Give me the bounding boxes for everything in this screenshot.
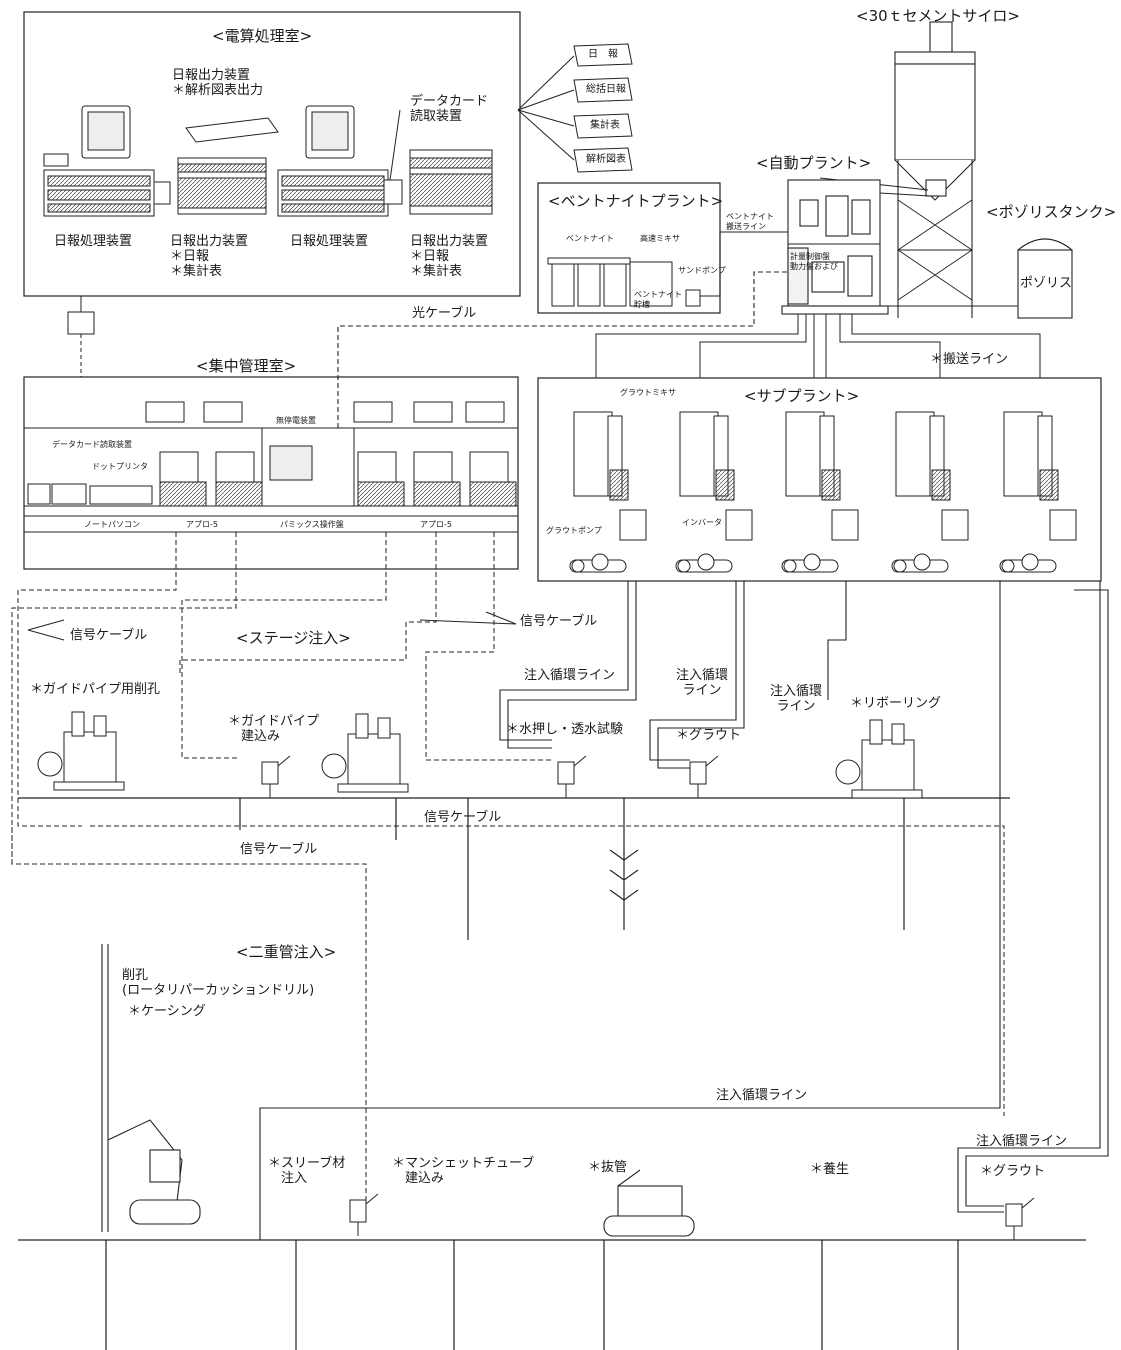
high-speed-mixer-label: 高速ミキサ xyxy=(640,234,680,244)
sleeve-valve xyxy=(350,1194,378,1236)
densan-item-3: 日報処理装置 xyxy=(290,234,368,249)
curing-label: ＊養生 xyxy=(810,1162,849,1177)
drill-rig-3 xyxy=(836,720,922,798)
guide-pipe-drill-label: ＊ガイドパイプ用削孔 xyxy=(30,682,160,697)
water-test-label: ＊水押し・透水試験 xyxy=(506,722,623,737)
circulation-line-label-3: 注入循環 ライン xyxy=(770,684,822,714)
signal-cable-label-1: 信号ケーブル xyxy=(70,628,147,643)
apro5-label-2: アプロ-5 xyxy=(420,520,452,530)
datacard-reader-label: データカード 読取装置 xyxy=(410,94,488,124)
stage-boreholes xyxy=(240,798,904,940)
double-tube-grouting-title: <二重管注入> xyxy=(236,944,336,961)
signal-cable-label-3: 信号ケーブル xyxy=(424,810,501,825)
bentonite-transfer-line xyxy=(700,232,788,296)
bentonite-label: ベントナイト xyxy=(566,234,614,244)
auto-plant xyxy=(782,180,888,314)
datacard-leader xyxy=(390,110,400,180)
reboring-label: ＊リボーリング xyxy=(850,696,941,711)
grout-mixer-unit-5 xyxy=(1000,412,1076,572)
stage-grouting-title: <ステージ注入> xyxy=(236,630,351,647)
double-boreholes xyxy=(106,1240,958,1350)
inverter-label: インバータ xyxy=(682,518,722,528)
signal-cable-label-2: 信号ケーブル xyxy=(520,614,597,629)
grout-mixers xyxy=(570,412,1076,572)
double-grout-valve xyxy=(1006,1198,1034,1240)
guide-pipe-valve xyxy=(262,756,290,798)
grout-label-stage: ＊グラウト xyxy=(676,728,741,743)
printer-2 xyxy=(410,150,492,214)
control-panel-label: 計量制御盤 動力盤および xyxy=(790,252,838,272)
transport-lines xyxy=(596,314,1040,378)
signal-cables xyxy=(12,532,1004,1200)
signal-cable-pointer-1 xyxy=(28,620,64,640)
drill-label: 削孔 (ロータリパーカッションドリル) xyxy=(122,968,314,998)
pipe-puller-crawler xyxy=(604,1170,694,1236)
report-summary: 総括日報 xyxy=(586,84,626,96)
grout-valve xyxy=(690,756,718,798)
circulation-line-label-2: 注入循環 ライン xyxy=(676,668,728,698)
ups-label: 無停電装置 xyxy=(276,416,316,426)
grout-label-double: ＊グラウト xyxy=(980,1164,1045,1179)
control-room-title: <集中管理室> xyxy=(196,358,296,375)
grout-mixer-unit-1 xyxy=(570,412,646,572)
signal-cable-label-4: 信号ケーブル xyxy=(240,842,317,857)
pamix-panel-label: パミックス操作盤 xyxy=(280,520,344,530)
grout-mixer-label: グラウトミキサ xyxy=(620,388,676,398)
grout-mixer-unit-4 xyxy=(892,412,968,572)
grout-mixer-unit-2 xyxy=(676,412,752,572)
computer-2 xyxy=(278,106,402,216)
circulation-line-label-a: 注入循環ライン xyxy=(716,1088,807,1103)
bentonite-line-label: ベントナイト 搬送ライン xyxy=(726,212,774,232)
circulation-line-label-1: 注入循環ライン xyxy=(524,668,615,683)
report-tally: 集計表 xyxy=(590,120,620,132)
cement-silo-title: <30ｔセメントサイロ> xyxy=(856,8,1020,25)
manchette-label: ＊マンシェットチューブ 建込み xyxy=(392,1156,534,1186)
computer-1 xyxy=(44,106,170,216)
transport-line-label: ＊搬送ライン xyxy=(930,352,1008,367)
casing-label: ＊ケーシング xyxy=(128,1004,206,1019)
printer-1 xyxy=(178,118,278,214)
grout-pump-label: グラウトポンプ xyxy=(546,526,602,536)
report-analysis: 解析図表 xyxy=(586,154,626,166)
circulation-line-label-b: 注入循環ライン xyxy=(976,1134,1067,1149)
apro5-label-1: アプロ-5 xyxy=(186,520,218,530)
optical-cable-label: 光ケーブル xyxy=(412,306,476,321)
pozzolith-label: ポゾリス xyxy=(1020,276,1072,291)
dot-printer-label: ドットプリンタ xyxy=(92,462,148,472)
cement-silo xyxy=(895,22,975,318)
note-pc-label: ノートパソコン xyxy=(84,520,140,530)
floppy-disk xyxy=(68,312,94,334)
pozzolith-tank-title: <ポゾリスタンク> xyxy=(986,204,1116,221)
densan-room-title: <電算処理室> xyxy=(212,28,312,45)
densan-item-1: 日報処理装置 xyxy=(54,234,132,249)
control-datacard-label: データカード読取装置 xyxy=(52,440,132,450)
guide-pipe-install-label: ＊ガイドパイプ 建込み xyxy=(228,714,319,744)
densan-item-2: 日報出力装置 ＊日報 ＊集計表 xyxy=(170,234,248,279)
bentonite-plant-title: <ベントナイトプラント> xyxy=(548,193,723,210)
report-daily: 日 報 xyxy=(588,49,618,61)
sub-plant-title: <サブプラント> xyxy=(744,388,859,405)
pipe-pull-label: ＊抜管 xyxy=(588,1160,627,1175)
bentonite-tank-label: ベントナイト 貯槽 xyxy=(634,290,682,310)
sand-pump-label: サンドポンプ xyxy=(678,266,726,276)
drill-rig-1 xyxy=(38,712,124,790)
report-output-device-label: 日報出力装置 ＊解析図表出力 xyxy=(172,68,263,98)
sleeve-label: ＊スリーブ材 注入 xyxy=(268,1156,345,1186)
densan-item-4: 日報出力装置 ＊日報 ＊集計表 xyxy=(410,234,488,279)
auto-plant-title: <自動プラント> xyxy=(756,155,871,172)
report-sheets xyxy=(518,44,632,172)
water-test-valve xyxy=(558,756,586,798)
grout-mixer-unit-3 xyxy=(782,412,858,572)
drill-rig-2 xyxy=(322,714,408,792)
